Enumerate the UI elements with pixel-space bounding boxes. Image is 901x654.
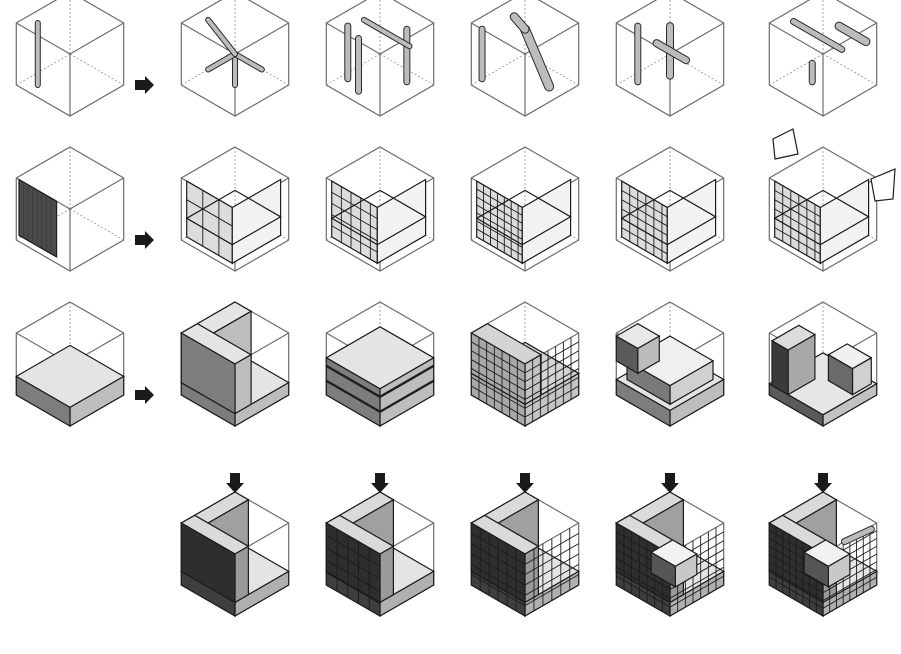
cube-linear-3 (471, 0, 578, 116)
cube-planar-1 (181, 147, 288, 271)
cube-volume-1 (181, 302, 288, 426)
arrow-right-row-1 (135, 76, 154, 94)
cube-combined-5 (769, 492, 876, 616)
cube-volume-2 (326, 302, 433, 426)
cube-linear-4 (616, 0, 723, 116)
cube-combined-4 (616, 492, 723, 616)
cube-volume-initial (16, 302, 123, 426)
cube-planar-initial (16, 147, 123, 271)
cube-volume-3 (471, 302, 578, 426)
cube-planar-5 (769, 129, 895, 271)
arrow-down-col-5 (814, 473, 832, 493)
arrow-down-col-2 (371, 473, 389, 493)
arrow-down-col-4 (661, 473, 679, 493)
cube-planar-3 (471, 147, 578, 271)
cube-planar-2 (326, 147, 433, 271)
cube-linear-1 (181, 0, 288, 116)
cube-combined-1 (181, 492, 288, 616)
arrow-right-row-2 (135, 231, 154, 249)
cube-volume-5 (769, 302, 876, 426)
cube-combined-2 (326, 492, 433, 616)
cube-volume-4 (616, 302, 723, 426)
cube-linear-5 (769, 0, 876, 116)
cube-linear-initial (16, 0, 123, 116)
cube-linear-2 (326, 0, 433, 116)
arrow-right-row-3 (135, 386, 154, 404)
cube-planar-4 (616, 147, 723, 271)
arrow-down-col-1 (226, 473, 244, 493)
arrow-down-col-3 (516, 473, 534, 493)
cube-combined-3 (471, 492, 578, 616)
